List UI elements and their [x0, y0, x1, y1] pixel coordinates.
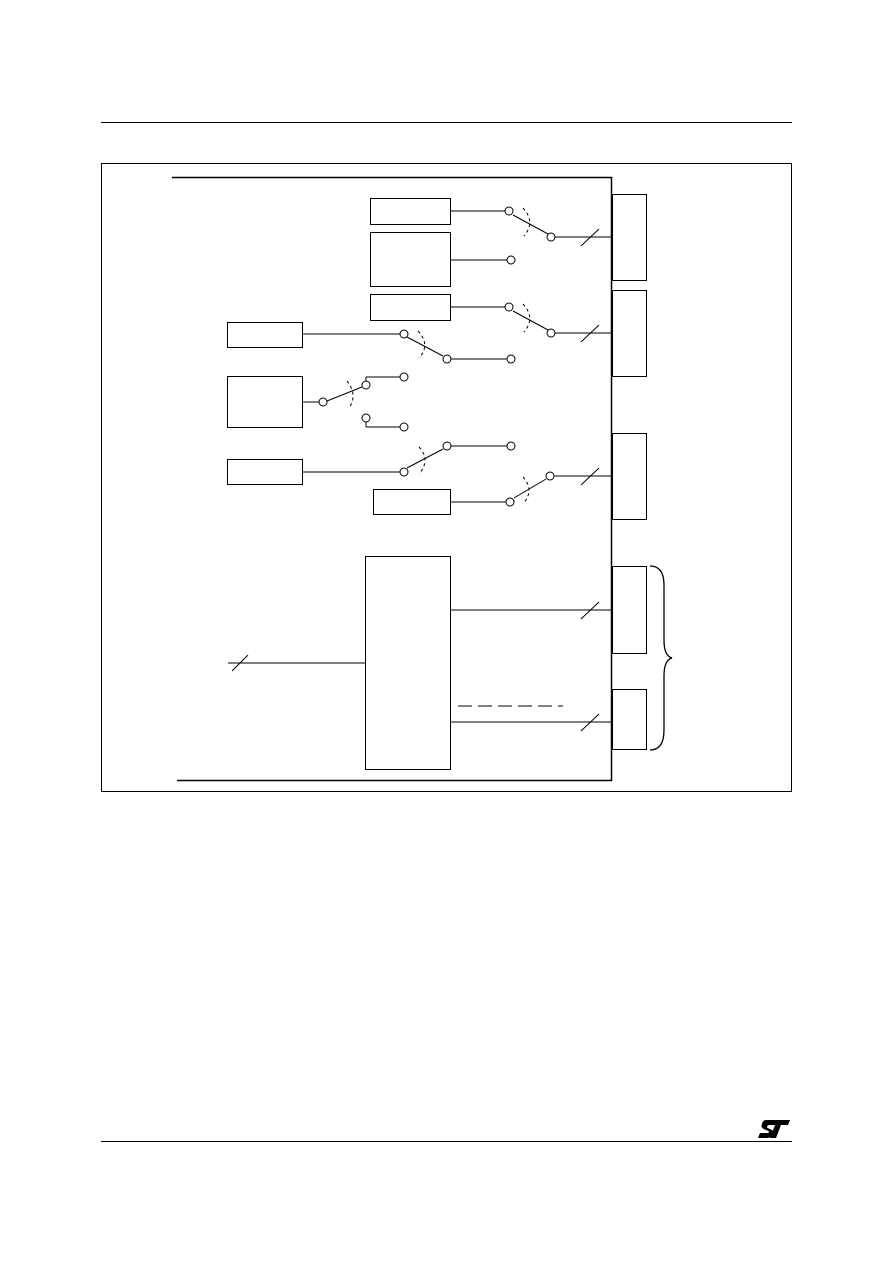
output-block-1 [612, 194, 647, 281]
bus-lines [228, 601, 611, 732]
switch-5 [302, 441, 516, 477]
curly-brace [649, 565, 673, 751]
block-b [370, 232, 451, 287]
block-d [227, 322, 303, 348]
footer-rule [101, 1141, 792, 1142]
chip-body-outline [172, 176, 613, 782]
switch-2 [450, 302, 611, 364]
block-c [370, 294, 451, 321]
switch-6 [450, 467, 611, 507]
output-block-3 [612, 433, 647, 520]
block-f [227, 459, 303, 485]
block-h [365, 556, 451, 770]
block-a [370, 198, 451, 225]
block-e [227, 376, 303, 428]
switch-4 [302, 372, 409, 432]
header-rule [101, 122, 792, 123]
output-block-2 [612, 290, 647, 377]
switch-3 [302, 329, 507, 364]
output-block-4 [612, 566, 647, 654]
st-logo-icon [758, 1120, 790, 1138]
block-g [373, 489, 451, 515]
switch-1 [450, 206, 611, 265]
figure-frame [101, 163, 792, 792]
output-block-5 [612, 689, 647, 750]
